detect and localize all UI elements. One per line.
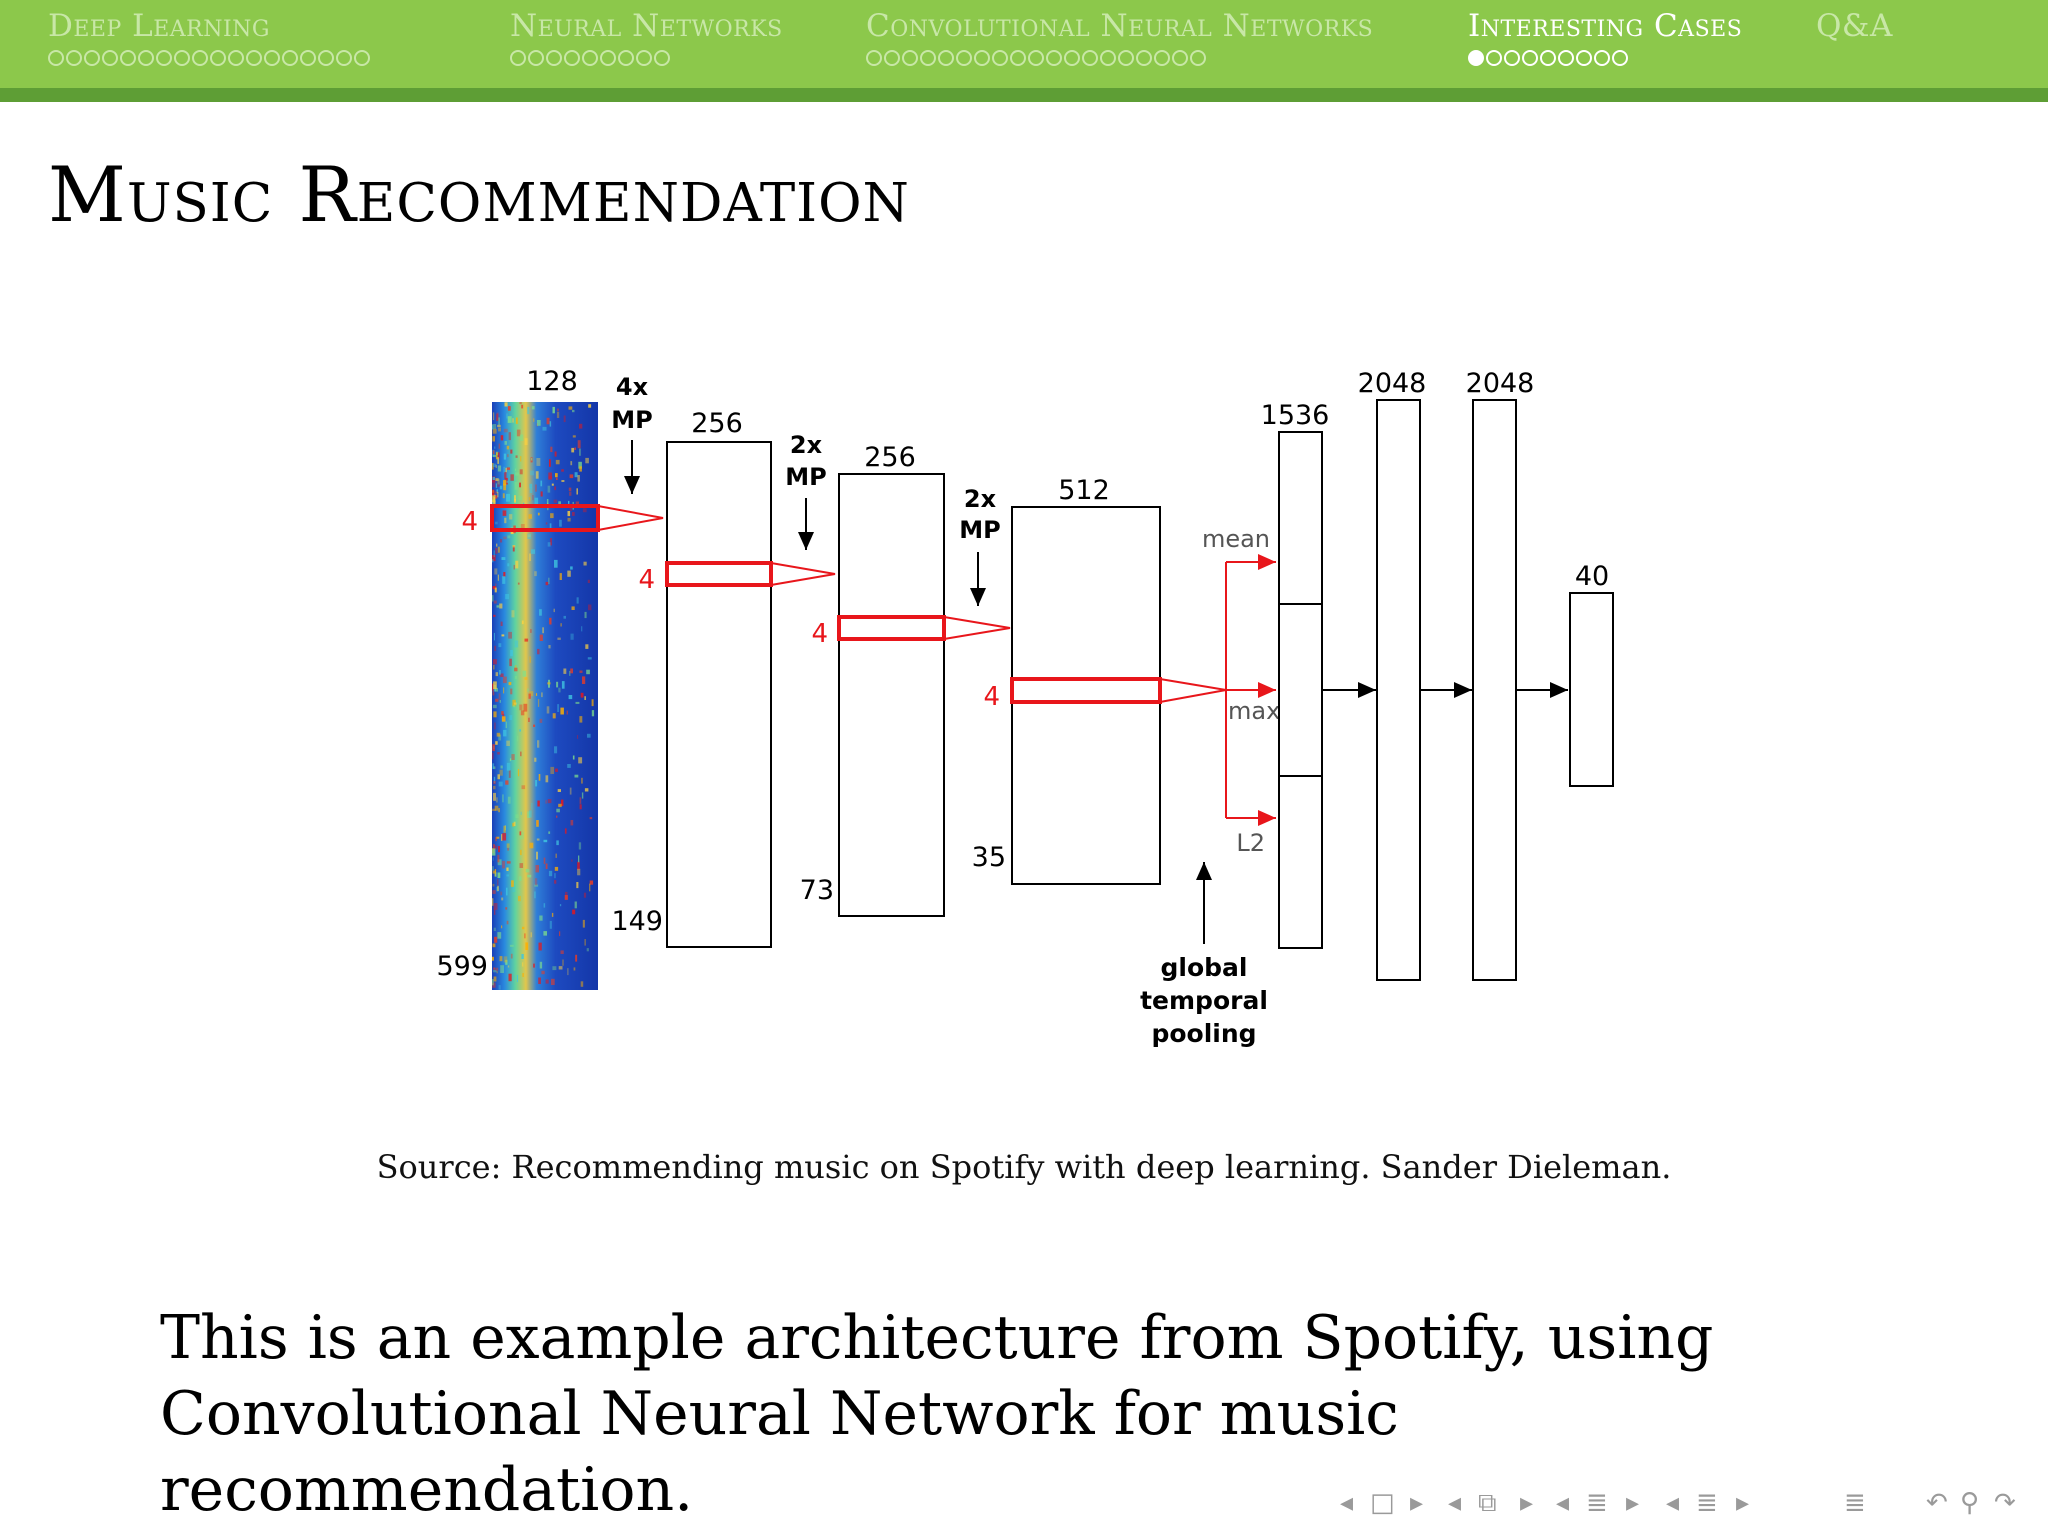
presentation-icon[interactable]: ≣	[1696, 1488, 1718, 1518]
spectrogram-height-label: 599	[436, 951, 488, 982]
section-icon[interactable]: ≣	[1586, 1488, 1608, 1518]
pool-label-line1: 2x	[964, 485, 997, 513]
dense-size-label: 2048	[1466, 368, 1535, 399]
nav-prev-arrow-icon[interactable]: ◂	[1340, 1488, 1353, 1518]
dense-size-label: 1536	[1261, 400, 1330, 431]
pooling-op-mean: mean	[1202, 525, 1270, 553]
feature-map-box	[839, 474, 944, 916]
nav-prev-arrow-icon[interactable]: ◂	[1556, 1488, 1569, 1518]
pooling-label-line2: temporal	[1140, 986, 1268, 1015]
length-label: 149	[611, 906, 663, 937]
subsection-icon[interactable]: ⧉	[1478, 1488, 1497, 1519]
dense-layer-1536	[1279, 432, 1322, 948]
feature-map-box	[667, 442, 771, 947]
feature-map-box	[1012, 507, 1160, 884]
conv-window-label: 4	[638, 565, 655, 595]
pool-label-line2: MP	[959, 516, 1000, 544]
global-temporal-pooling: mean max L2 global temporal pooling	[1140, 525, 1280, 1048]
pooling-label-line3: pooling	[1151, 1019, 1256, 1048]
conv-layer-1: 4x MP 256 149 4	[611, 373, 835, 947]
pooling-op-max: max	[1228, 697, 1280, 725]
window-projection	[598, 506, 663, 530]
back-forth-icon[interactable]: ↶	[1926, 1488, 1948, 1518]
length-label: 73	[800, 875, 834, 906]
pool-label-line2: MP	[785, 463, 826, 491]
conv-layer-3: 2x MP 512 35 4	[959, 475, 1226, 884]
spectrogram-width-label: 128	[526, 366, 578, 397]
conv-window-label: 4	[811, 619, 828, 649]
search-icon[interactable]: ⚲	[1960, 1488, 1979, 1518]
nav-prev-arrow-icon[interactable]: ◂	[1448, 1488, 1461, 1518]
nav-next-arrow-icon[interactable]: ▸	[1410, 1488, 1423, 1518]
filters-label: 512	[1058, 475, 1110, 506]
frame-icon[interactable]: □	[1370, 1488, 1395, 1518]
pool-label-line1: 2x	[790, 431, 823, 459]
dense-layer-2048a	[1377, 400, 1420, 980]
output-size-label: 40	[1575, 561, 1609, 592]
pool-label-line2: MP	[611, 406, 652, 434]
filters-label: 256	[864, 442, 916, 473]
pool-label-line1: 4x	[616, 373, 649, 401]
pooling-op-l2: L2	[1236, 829, 1265, 857]
align-icon[interactable]: ≣	[1844, 1488, 1866, 1518]
nav-next-arrow-icon[interactable]: ▸	[1736, 1488, 1749, 1518]
refresh-icon[interactable]: ↷	[1994, 1488, 2016, 1518]
figure-caption: Source: Recommending music on Spotify wi…	[0, 1148, 2048, 1186]
dense-layers: 1536 2048 2048 40	[1261, 368, 1613, 980]
nav-next-arrow-icon[interactable]: ▸	[1626, 1488, 1639, 1518]
filters-label: 256	[691, 408, 743, 439]
output-layer-40	[1570, 593, 1613, 786]
nav-next-arrow-icon[interactable]: ▸	[1520, 1488, 1533, 1518]
length-label: 35	[972, 842, 1006, 873]
window-projection	[771, 563, 835, 585]
spectrogram-input: 128 599 4	[436, 366, 663, 990]
window-projection	[1160, 679, 1226, 702]
nav-prev-arrow-icon[interactable]: ◂	[1666, 1488, 1679, 1518]
spectrogram-window-label: 4	[461, 507, 478, 537]
dense-size-label: 2048	[1358, 368, 1427, 399]
beamer-navigation-controls: ◂ □ ▸ ◂ ⧉ ▸ ◂ ≣ ▸ ◂ ≣ ▸ ≣ ↶ ⚲ ↷	[1330, 1488, 2040, 1524]
window-projection	[944, 617, 1010, 639]
cnn-architecture-diagram: 128 599 4 4x MP 256 149 4 2x MP 256 73 4…	[0, 0, 2048, 1120]
dense-layer-2048b	[1473, 400, 1516, 980]
conv-window-label: 4	[983, 682, 1000, 712]
pooling-label-line1: global	[1161, 953, 1248, 982]
